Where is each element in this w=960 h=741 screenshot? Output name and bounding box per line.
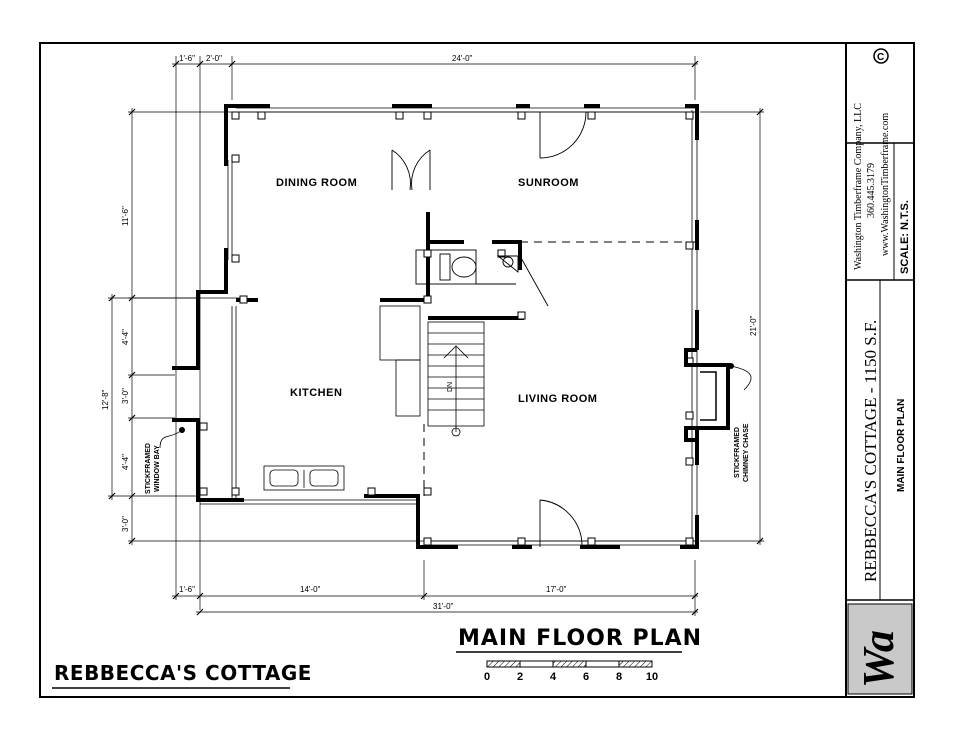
kitchen-sink bbox=[263, 465, 345, 491]
room-label-dining: DINING ROOM bbox=[276, 177, 357, 189]
company-logo: Wa bbox=[854, 630, 903, 688]
sheet-title: REBBECCA'S COTTAGE - 1150 S.F. bbox=[861, 320, 880, 582]
bathroom-fixtures bbox=[415, 249, 519, 285]
dim-bottom-c: 17'-0" bbox=[546, 585, 567, 594]
dim-left-3: 3'-0" bbox=[121, 388, 130, 404]
dim-left-2: 4'-4" bbox=[121, 329, 130, 345]
interior-walls bbox=[236, 212, 524, 320]
note-window-bay-line2: WINDOW BAY bbox=[154, 445, 161, 492]
dim-left-5: 3'-0" bbox=[121, 516, 130, 532]
dim-top-a: 1'-6" bbox=[179, 54, 195, 63]
timber-posts bbox=[199, 111, 694, 546]
dim-top-b: 2'-0" bbox=[206, 54, 222, 63]
company-name: Washington Timberframe Company, LLC bbox=[853, 103, 864, 270]
room-label-living: LIVING ROOM bbox=[518, 393, 597, 405]
stairs bbox=[379, 305, 485, 437]
room-label-sunroom: SUNROOM bbox=[518, 177, 579, 189]
sheet-border bbox=[39, 42, 915, 698]
note-window-bay-line1: STICKFRAMED bbox=[145, 443, 152, 494]
dim-left-1: 11'-6" bbox=[121, 206, 130, 226]
company-website: www.WashingtonTimberframe.com bbox=[880, 113, 891, 256]
graphic-scale-bar bbox=[486, 660, 653, 668]
company-phone: 360.445.3179 bbox=[866, 163, 877, 218]
copyright-icon bbox=[873, 48, 889, 64]
dimension-lines bbox=[108, 56, 764, 616]
scale-label: SCALE: N.T.S. bbox=[899, 200, 911, 274]
dim-bottom-a: 1'-6" bbox=[179, 585, 195, 594]
room-label-kitchen: KITCHEN bbox=[290, 387, 342, 399]
note-chimney-line2: CHIMNEY CHASE bbox=[743, 423, 750, 482]
scale-tick-10: 10 bbox=[646, 671, 658, 683]
exterior-window-lines bbox=[200, 107, 698, 546]
plan-title: MAIN FLOOR PLAN bbox=[458, 626, 702, 651]
note-chimney-line1: STICKFRAMED bbox=[734, 427, 741, 478]
dim-left-span: 12'-8" bbox=[101, 389, 110, 410]
dim-left-4: 4'-4" bbox=[121, 454, 130, 470]
dim-right: 21'-0" bbox=[749, 315, 758, 336]
scale-tick-4: 4 bbox=[550, 671, 557, 683]
dim-overall: 31'-0" bbox=[433, 602, 454, 611]
exterior-walls bbox=[172, 104, 699, 549]
dim-bottom-b: 14'-0" bbox=[300, 585, 321, 594]
chimney-chase bbox=[684, 348, 730, 442]
project-title: REBBECCA'S COTTAGE bbox=[54, 661, 312, 685]
scale-tick-8: 8 bbox=[616, 671, 622, 683]
copyright-mark: C bbox=[877, 52, 884, 63]
scale-tick-2: 2 bbox=[517, 671, 523, 683]
scale-tick-6: 6 bbox=[583, 671, 589, 683]
logo-box bbox=[847, 603, 913, 695]
dashed-beam-lines bbox=[423, 241, 695, 496]
title-block: Washington Timberframe Company, LLC 360.… bbox=[847, 48, 913, 695]
doors bbox=[391, 111, 587, 547]
stair-down-label: DN bbox=[447, 382, 454, 392]
sheet-subtitle: MAIN FLOOR PLAN bbox=[896, 399, 907, 492]
dim-top-c: 24'-0" bbox=[452, 54, 473, 63]
scale-tick-0: 0 bbox=[484, 671, 490, 683]
dimension-ticks bbox=[108, 60, 764, 616]
